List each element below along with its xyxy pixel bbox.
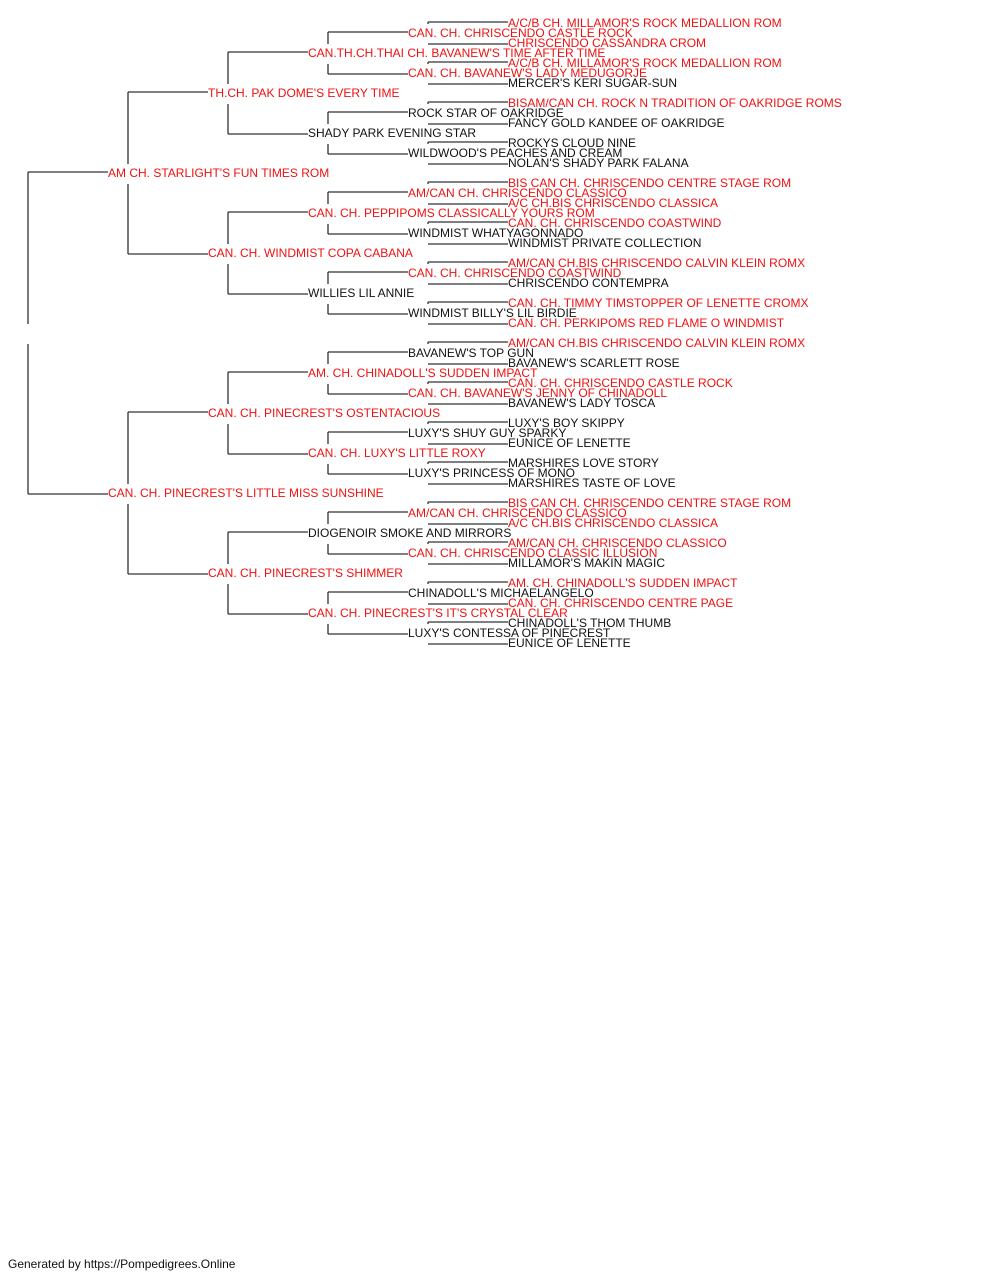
dam-name: WINDMIST PRIVATE COLLECTION (508, 236, 702, 250)
dam-name: WINDMIST BILLY'S LIL BIRDIE (408, 306, 577, 320)
generated-by-footer: Generated by https://Pompedigrees.Online (8, 1257, 236, 1271)
sire-name: CHINADOLL'S MICHAELANGELO (408, 586, 594, 600)
sire-name: DIOGENOIR SMOKE AND MIRRORS (308, 526, 512, 540)
sire-name: AM. CH. CHINADOLL'S SUDDEN IMPACT (508, 576, 738, 590)
dam-name: LUXY'S PRINCESS OF MONO (408, 466, 575, 480)
dam-name: CHRISCENDO CONTEMPRA (508, 276, 669, 290)
sire-name: AM/CAN CH. CHRISCENDO CLASSICO (408, 506, 627, 520)
dam-name: WILLIES LIL ANNIE (308, 286, 415, 300)
dam-name: CAN. CH. CHRISCENDO CLASSIC ILLUSION (408, 546, 658, 560)
dam-name: CAN. CH. CHRISCENDO CENTRE PAGE (508, 596, 734, 610)
sire-name: BISAM/CAN CH. ROCK N TRADITION OF OAKRID… (508, 96, 842, 110)
dam-name: A/C CH.BIS CHRISCENDO CLASSICA (508, 516, 719, 530)
sire-name: CAN. CH. TIMMY TIMSTOPPER OF LENETTE CRO… (508, 296, 809, 310)
dam-name: CAN. CH. BAVANEW'S LADY MEDUGORJE (408, 66, 647, 80)
sire-name: CAN. CH. CHRISCENDO CASTLE ROCK (408, 26, 633, 40)
sire-name: LUXY'S BOY SKIPPY (508, 416, 625, 430)
sire-name: BIS CAN CH. CHRISCENDO CENTRE STAGE ROM (508, 496, 792, 510)
dam-name: SHADY PARK EVENING STAR (308, 126, 477, 140)
dam-name: CAN. CH. PERKIPOMS RED FLAME O WINDMIST (508, 316, 785, 330)
sire-name: BIS CAN CH. CHRISCENDO CENTRE STAGE ROM (508, 176, 792, 190)
sire-name: AM. CH. CHINADOLL'S SUDDEN IMPACT (308, 366, 538, 380)
sire-name: MARSHIRES LOVE STORY (508, 456, 659, 470)
dam-name: CAN. CH. LUXY'S LITTLE ROXY (308, 446, 486, 460)
sire-name: CAN. CH. CHRISCENDO COASTWIND (508, 216, 722, 230)
sire-name: CAN. CH. PINECREST'S OSTENTACIOUS (208, 406, 441, 420)
dam-name: MERCER'S KERI SUGAR-SUN (508, 76, 677, 90)
sire-name: A/C/B CH. MILLAMOR'S ROCK MEDALLION ROM (508, 56, 782, 70)
sire-name: BAVANEW'S TOP GUN (408, 346, 534, 360)
sire-name: AM/CAN CH. CHRISCENDO CLASSICO (508, 536, 727, 550)
sire-name: CAN. CH. CHRISCENDO CASTLE ROCK (508, 376, 733, 390)
dam-name: LUXY'S CONTESSA OF PINECREST (408, 626, 611, 640)
sire-name: AM CH. STARLIGHT'S FUN TIMES ROM (108, 166, 330, 180)
sire-name: AM/CAN CH.BIS CHRISCENDO CALVIN KLEIN RO… (508, 336, 806, 350)
dam-name: CAN. CH. PINECREST'S LITTLE MISS SUNSHIN… (108, 486, 384, 500)
sire-name: LUXY'S SHUY GUY SPARKY (408, 426, 567, 440)
dam-name: CHRISCENDO CASSANDRA CROM (508, 36, 707, 50)
sire-name: AM/CAN CH.BIS CHRISCENDO CALVIN KLEIN RO… (508, 256, 806, 270)
dam-name: MILLAMOR'S MAKIN MAGIC (508, 556, 665, 570)
sire-name: A/C/B CH. MILLAMOR'S ROCK MEDALLION ROM (508, 16, 782, 30)
dam-name: MARSHIRES TASTE OF LOVE (508, 476, 676, 490)
dam-name: BAVANEW'S SCARLETT ROSE (508, 356, 680, 370)
dam-name: EUNICE OF LENETTE (508, 636, 631, 650)
sire-name: CAN. CH. PEPPIPOMS CLASSICALLY YOURS ROM (308, 206, 595, 220)
sire-name: AM/CAN CH. CHRISCENDO CLASSICO (408, 186, 627, 200)
sire-name: TH.CH. PAK DOME'S EVERY TIME (208, 86, 400, 100)
sire-name: CAN.TH.CH.THAI CH. BAVANEW'S TIME AFTER … (308, 46, 606, 60)
dam-name: FANCY GOLD KANDEE OF OAKRIDGE (508, 116, 725, 130)
dam-name: CAN. CH. PINECREST'S IT'S CRYSTAL CLEAR (308, 606, 568, 620)
sire-name: ROCK STAR OF OAKRIDGE (408, 106, 564, 120)
dam-name: NOLAN'S SHADY PARK FALANA (508, 156, 689, 170)
sire-name: CHINADOLL'S THOM THUMB (508, 616, 672, 630)
dam-name: BAVANEW'S LADY TOSCA (508, 396, 656, 410)
dam-name: CAN. CH. WINDMIST COPA CABANA (208, 246, 413, 260)
sire-name: CAN. CH. CHRISCENDO COASTWIND (408, 266, 622, 280)
dam-name: CAN. CH. PINECREST'S SHIMMER (208, 566, 403, 580)
sire-name: ROCKYS CLOUD NINE (508, 136, 637, 150)
dam-name: CAN. CH. BAVANEW'S JENNY OF CHINADOLL (408, 386, 668, 400)
dam-name: EUNICE OF LENETTE (508, 436, 631, 450)
dam-name: WILDWOOD'S PEACHES AND CREAM (408, 146, 623, 160)
dam-name: WINDMIST WHATYAGONNADO (408, 226, 584, 240)
dam-name: A/C CH.BIS CHRISCENDO CLASSICA (508, 196, 719, 210)
